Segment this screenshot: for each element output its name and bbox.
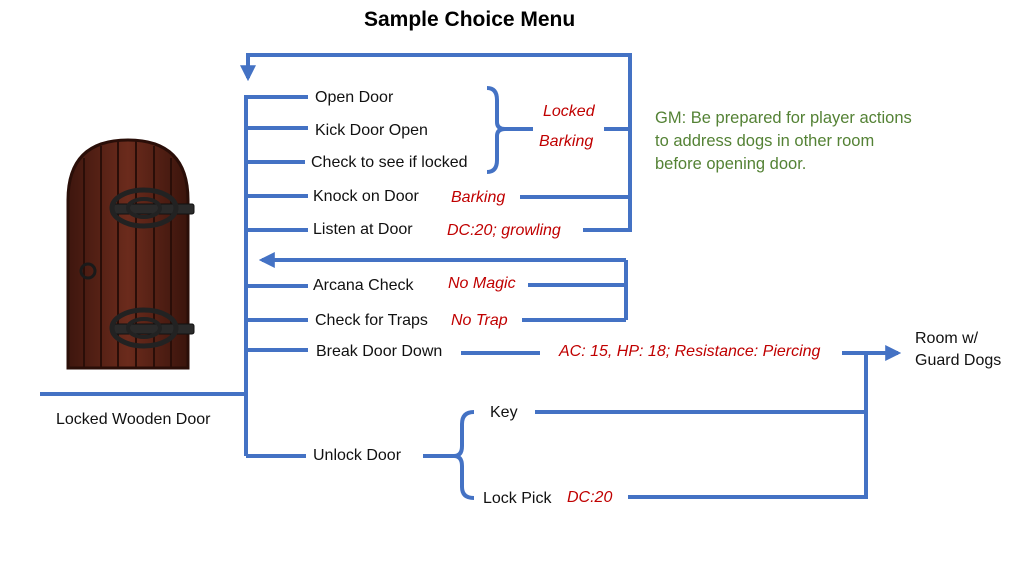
unlock-brace	[453, 410, 475, 500]
brace-group-open	[486, 86, 506, 174]
door-label: Locked Wooden Door	[56, 411, 211, 428]
option-break-door-down: Break Door Down	[316, 343, 443, 360]
result-lock-pick-dc: DC:20	[567, 489, 613, 506]
option-open-door: Open Door	[315, 89, 394, 106]
option-knock-on-door: Knock on Door	[313, 188, 419, 205]
option-lock-pick: Lock Pick	[483, 490, 552, 507]
result-listen-dc: DC:20; growling	[447, 222, 561, 239]
loop-listen	[583, 129, 632, 232]
option-check-for-traps: Check for Traps	[315, 312, 428, 329]
result-no-magic: No Magic	[448, 275, 516, 292]
destination-line-1: Room w/	[915, 330, 979, 347]
option-key: Key	[490, 404, 518, 421]
loop-top	[240, 53, 632, 131]
option-arcana-check: Arcana Check	[313, 277, 414, 294]
option-kick-door-open: Kick Door Open	[315, 122, 428, 139]
gm-note: GM: Be prepared for player actions to ad…	[655, 109, 912, 173]
result-knock-barking: Barking	[451, 189, 506, 206]
destination-line-2: Guard Dogs	[915, 352, 1002, 369]
page-title: Sample Choice Menu	[364, 8, 576, 31]
result-no-trap: No Trap	[451, 312, 508, 329]
wooden-door-image	[66, 138, 195, 370]
option-listen-at-door: Listen at Door	[313, 221, 413, 238]
result-barking-group: Barking	[539, 133, 594, 150]
option-unlock-door: Unlock Door	[313, 447, 402, 464]
result-break-stats: AC: 15, HP: 18; Resistance: Piercing	[559, 343, 821, 360]
result-locked: Locked	[543, 103, 595, 120]
option-check-locked: Check to see if locked	[311, 154, 468, 171]
